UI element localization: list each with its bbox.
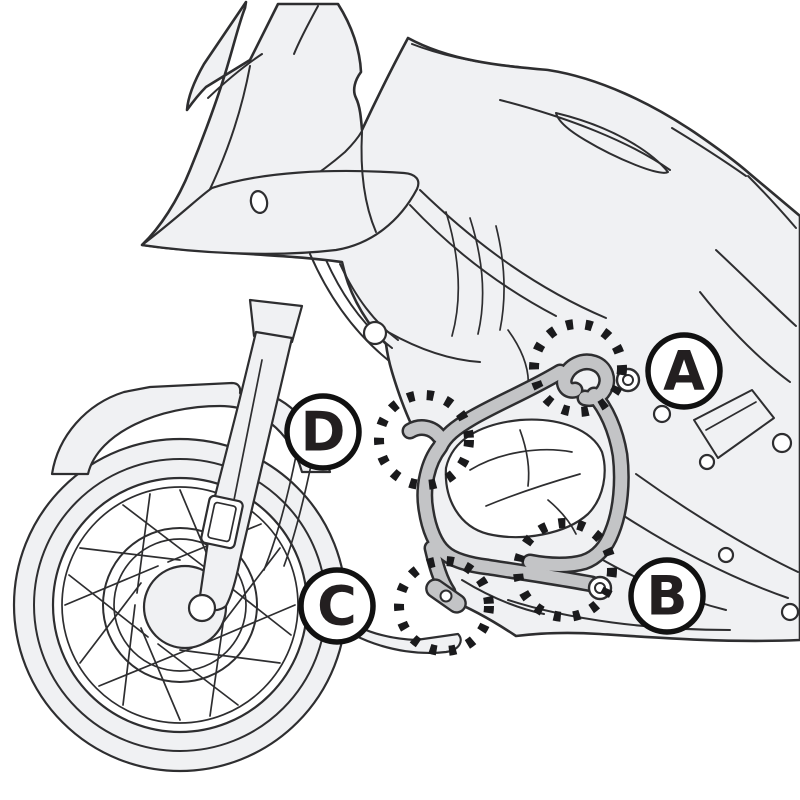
frame-plate <box>693 389 775 459</box>
contour-line <box>469 217 484 335</box>
callout-a: A <box>645 332 723 410</box>
fairing-hole <box>362 320 388 346</box>
engine-guard-tube <box>401 353 630 614</box>
contour-line <box>207 53 263 99</box>
contour-line <box>507 599 731 631</box>
callout-c-circle <box>298 567 376 645</box>
axle-bolt <box>187 593 217 623</box>
callout-b-label: B <box>646 565 687 628</box>
contour-line <box>547 499 577 535</box>
front-wheel <box>12 437 348 773</box>
contour-line <box>485 473 581 507</box>
callout-a-label: A <box>663 340 705 403</box>
contour-line <box>309 253 389 361</box>
contour-line <box>293 5 319 55</box>
body-hole <box>717 546 735 564</box>
engine-outline <box>444 418 606 539</box>
contour-line <box>469 448 573 471</box>
brake-disc-outer <box>102 527 258 683</box>
contour-line <box>495 225 505 331</box>
callout-d: D <box>284 393 362 471</box>
mount-marker-c <box>394 556 494 656</box>
contour-line <box>519 429 530 487</box>
contour-line <box>705 401 757 431</box>
tank-recess <box>555 112 669 174</box>
contour-line <box>387 331 481 363</box>
beak-panel <box>140 169 420 255</box>
brake-disc-inner <box>113 538 247 672</box>
contour-line <box>715 249 797 327</box>
rim-inner <box>61 486 299 724</box>
callout-a-circle <box>645 332 723 410</box>
body-hole <box>698 453 716 471</box>
contour-line <box>360 131 377 233</box>
callout-c-label: C <box>317 575 357 638</box>
fork-reflector <box>200 494 244 550</box>
contour-line <box>411 43 521 68</box>
contour-line <box>747 175 797 229</box>
bracket-hole <box>439 589 453 603</box>
contour-line <box>499 99 671 171</box>
contour-line <box>671 127 747 177</box>
contour-line <box>325 259 393 349</box>
engine-block <box>444 418 606 539</box>
mount-marker-b <box>513 518 617 622</box>
callout-b: B <box>628 557 706 635</box>
contour-line <box>699 291 791 383</box>
body-hole <box>780 602 800 622</box>
spokes <box>64 489 296 721</box>
callout-b-circle <box>628 557 706 635</box>
contour-line <box>623 515 789 599</box>
mount-marker-d <box>374 390 474 490</box>
bodywork-details <box>140 5 800 631</box>
body-hole <box>652 404 672 424</box>
contour-line <box>445 211 460 337</box>
contour-line <box>419 189 607 319</box>
callout-d-circle <box>284 393 362 471</box>
contour-line <box>635 473 799 573</box>
body-hole <box>771 432 793 454</box>
callout-c: C <box>298 567 376 645</box>
beak-hole <box>249 190 269 214</box>
callout-d-label: D <box>301 401 346 464</box>
contour-line <box>409 204 557 317</box>
mount-marker-a <box>529 319 627 417</box>
